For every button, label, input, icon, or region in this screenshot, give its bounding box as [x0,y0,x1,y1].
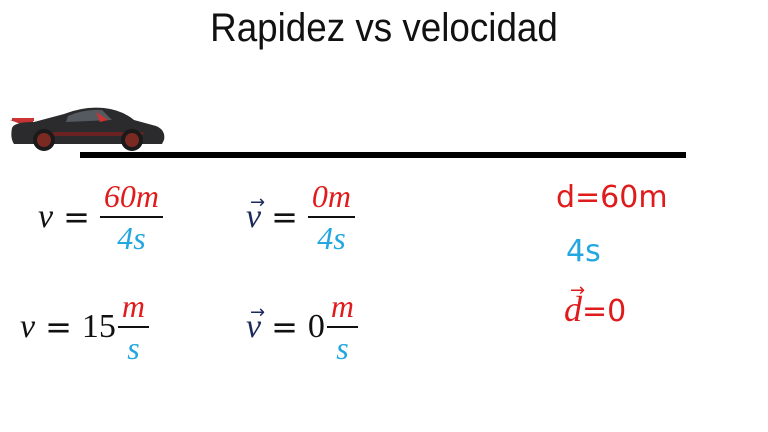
unit-fraction: m s [117,286,150,368]
velocity-result: → v = 0 m s [246,286,359,368]
unit-denominator: s [336,330,349,366]
distance-note: d=60m [556,180,668,215]
velocity-letter: v [246,198,262,235]
unit-numerator: m [121,288,146,324]
displacement-symbol: → d [564,280,585,330]
denominator: 4s [117,220,146,256]
displacement-letter: d [564,289,582,329]
speed-value: 15 [81,308,116,345]
vector-arrow-icon: → [250,302,266,323]
numerator: 0m [311,178,352,214]
fraction-bar [326,326,359,328]
equals-sign: = [271,308,298,346]
time-note: 4s [566,234,601,269]
speed-result: v = 15 m s [20,286,150,368]
vector-arrow-icon: → [250,192,266,213]
denominator: 4s [317,220,346,256]
vector-arrow-icon: → [570,280,586,301]
fraction-bar [117,326,150,328]
speed-symbol: v [20,308,36,345]
velocity-letter: v [246,308,262,345]
road-line [80,152,686,158]
velocity-value: 0 [307,308,325,345]
speed-formula: v = 60m 4s [38,176,164,258]
speed-symbol: v [38,198,54,235]
velocity-symbol: → v [246,302,265,346]
velocity-formula: → v = 0m 4s [246,176,356,258]
equals-sign: = [45,308,72,346]
fraction: 60m 4s [99,176,164,258]
unit-fraction: m s [326,286,359,368]
unit-numerator: m [330,288,355,324]
equals-sign: = [63,198,90,236]
velocity-symbol: → v [246,192,265,236]
numerator: 60m [103,178,160,214]
displacement-note: → d =0 [564,280,627,330]
equals-sign: = [271,198,298,236]
fraction-bar [99,216,164,218]
unit-denominator: s [127,330,140,366]
sports-car-icon [10,107,165,151]
fraction: 0m 4s [307,176,356,258]
slide-title: Rapidez vs velocidad [210,6,558,50]
displacement-value: =0 [582,294,627,329]
fraction-bar [307,216,356,218]
